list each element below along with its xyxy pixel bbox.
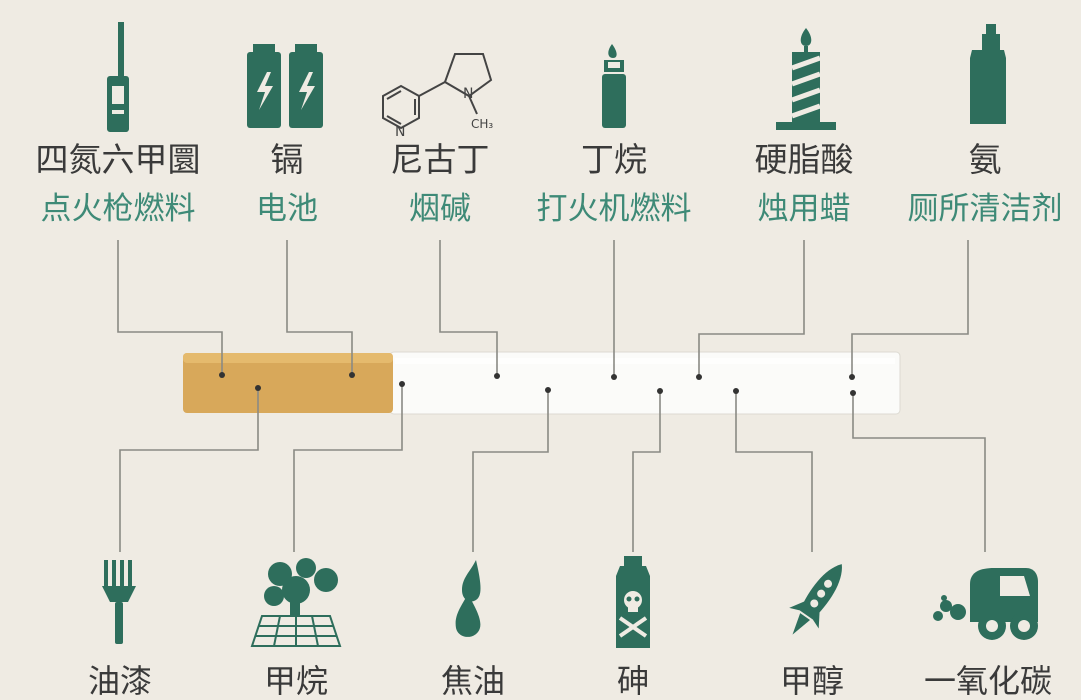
connector-dots (219, 372, 856, 396)
top-use-3: 烟碱 (409, 191, 471, 227)
nicotine-molecule-icon: N N CH₃ (382, 53, 493, 140)
connector-top-5 (698, 240, 805, 376)
bottom-chemical-4: 砷 (616, 662, 650, 700)
bottom-chemical-1: 油漆 (87, 662, 153, 700)
molecule-n1: N (395, 124, 405, 140)
connector-bottom-5 (735, 390, 813, 552)
top-chemical-6: 氨 (968, 140, 1002, 179)
top-use-2: 电池 (256, 191, 318, 227)
rocket-icon (789, 564, 842, 635)
battery-icon (247, 44, 323, 128)
top-chemical-5: 硬脂酸 (754, 140, 854, 179)
connector-bottom-6 (852, 392, 986, 552)
molecule-n2: N (463, 86, 473, 102)
paint-brush-icon (102, 560, 136, 644)
candle-icon (776, 28, 836, 130)
connector-top-1 (117, 240, 223, 374)
bottom-chemical-2: 甲烷 (263, 662, 329, 700)
top-chemical-3: 尼古丁 (390, 140, 490, 179)
poison-bottle-icon (616, 556, 650, 648)
top-connectors (117, 240, 969, 376)
top-chemical-1: 四氮六甲圜 (35, 140, 201, 179)
connector-bottom-1 (119, 388, 259, 552)
connector-bottom-2 (293, 384, 403, 552)
bottom-chemical-5: 甲醇 (779, 662, 845, 700)
connector-top-6 (851, 240, 969, 376)
cleaner-bottle-icon (970, 24, 1006, 124)
connector-bottom-3 (472, 390, 549, 552)
top-use-4: 打火机燃料 (536, 191, 692, 227)
bottom-chemical-3: 焦油 (440, 662, 506, 700)
connector-top-3 (439, 240, 498, 374)
lighter-icon (602, 44, 626, 128)
tar-drop-icon (455, 560, 481, 637)
top-use-5: 烛用蜡 (757, 191, 851, 227)
bottom-connectors (119, 384, 986, 552)
top-chemical-4: 丁烷 (581, 140, 647, 179)
filter-highlight (183, 353, 393, 363)
top-use-1: 点火枪燃料 (40, 191, 196, 227)
cigarette (183, 351, 901, 415)
connector-bottom-4 (632, 390, 661, 552)
top-use-6: 厕所清洁剂 (907, 191, 1063, 227)
car-exhaust-icon (933, 568, 1038, 640)
top-chemical-2: 镉 (270, 140, 304, 179)
molecule-ch3: CH₃ (471, 117, 493, 131)
connector-top-2 (286, 240, 353, 374)
cigarette-filter (183, 353, 393, 413)
bottom-chemical-6: 一氧化碳 (923, 662, 1053, 700)
cigarette-highlight (395, 358, 895, 364)
methane-cloud-icon (250, 558, 342, 647)
lighter-gun-icon (107, 22, 129, 132)
